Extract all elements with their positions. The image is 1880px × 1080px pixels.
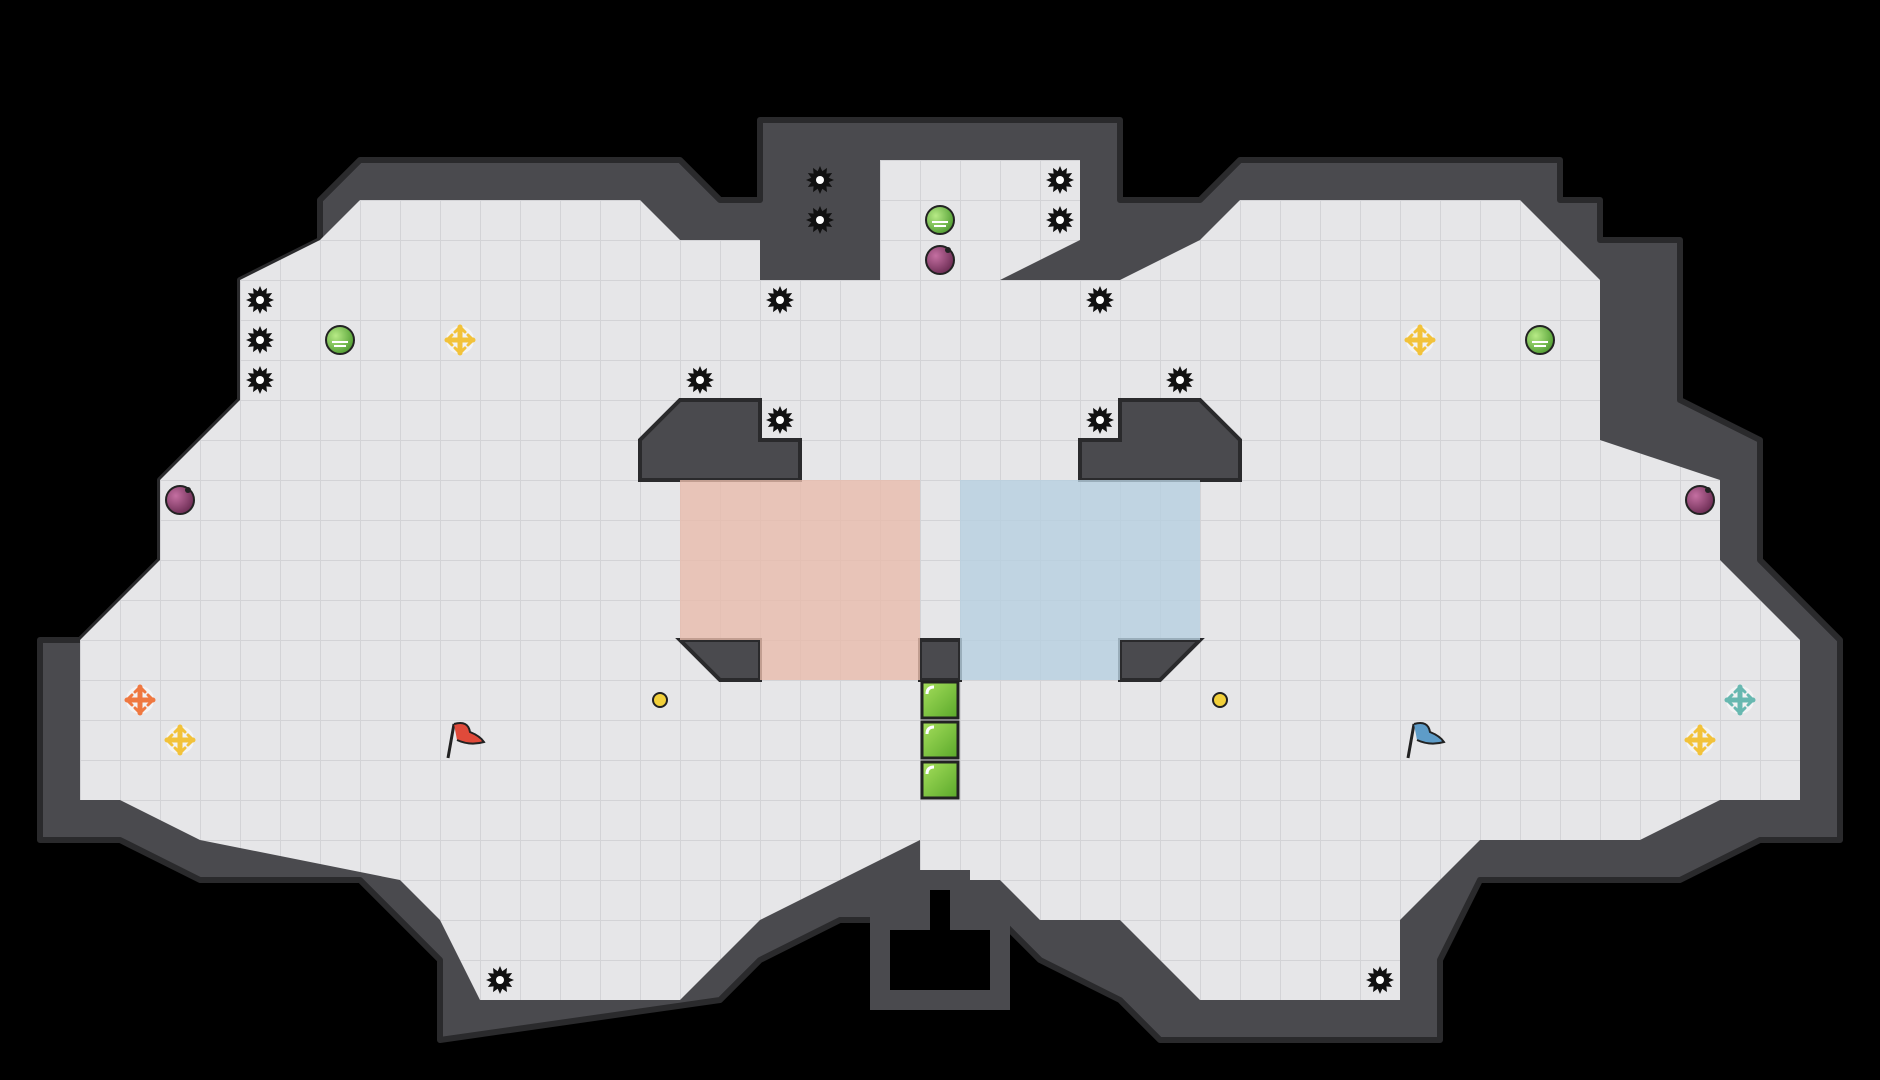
bomb-icon [1685, 485, 1715, 515]
button-icon [1212, 692, 1228, 708]
bomb-icon [925, 245, 955, 275]
boost-icon [444, 324, 476, 356]
flag-icon [446, 722, 486, 759]
spike-icon [1366, 966, 1394, 994]
red-team-zone [680, 480, 920, 680]
spike-icon [766, 406, 794, 434]
gate-tile [920, 720, 960, 760]
spike-icon [246, 286, 274, 314]
powerup-icon [325, 325, 355, 355]
arena-floor [80, 160, 1800, 1000]
spike-icon [766, 286, 794, 314]
spike-icon [806, 166, 834, 194]
spike-icon [1046, 166, 1074, 194]
bomb-icon [165, 485, 195, 515]
boost-icon [1724, 684, 1756, 716]
gate-tile [920, 760, 960, 800]
button-icon [652, 692, 668, 708]
boost-icon [164, 724, 196, 756]
powerup-icon [1525, 325, 1555, 355]
powerup-icon [925, 205, 955, 235]
flag-icon [1406, 722, 1446, 759]
spike-icon [246, 366, 274, 394]
boost-icon [1404, 324, 1436, 356]
blue-team-zone [960, 480, 1200, 680]
spike-icon [246, 326, 274, 354]
spike-icon [806, 206, 834, 234]
boost-icon [1684, 724, 1716, 756]
gate-tile [920, 680, 960, 720]
spike-icon [486, 966, 514, 994]
spike-icon [1086, 406, 1114, 434]
spike-icon [1086, 286, 1114, 314]
spike-icon [686, 366, 714, 394]
spike-icon [1046, 206, 1074, 234]
spike-icon [1166, 366, 1194, 394]
boost-icon [124, 684, 156, 716]
